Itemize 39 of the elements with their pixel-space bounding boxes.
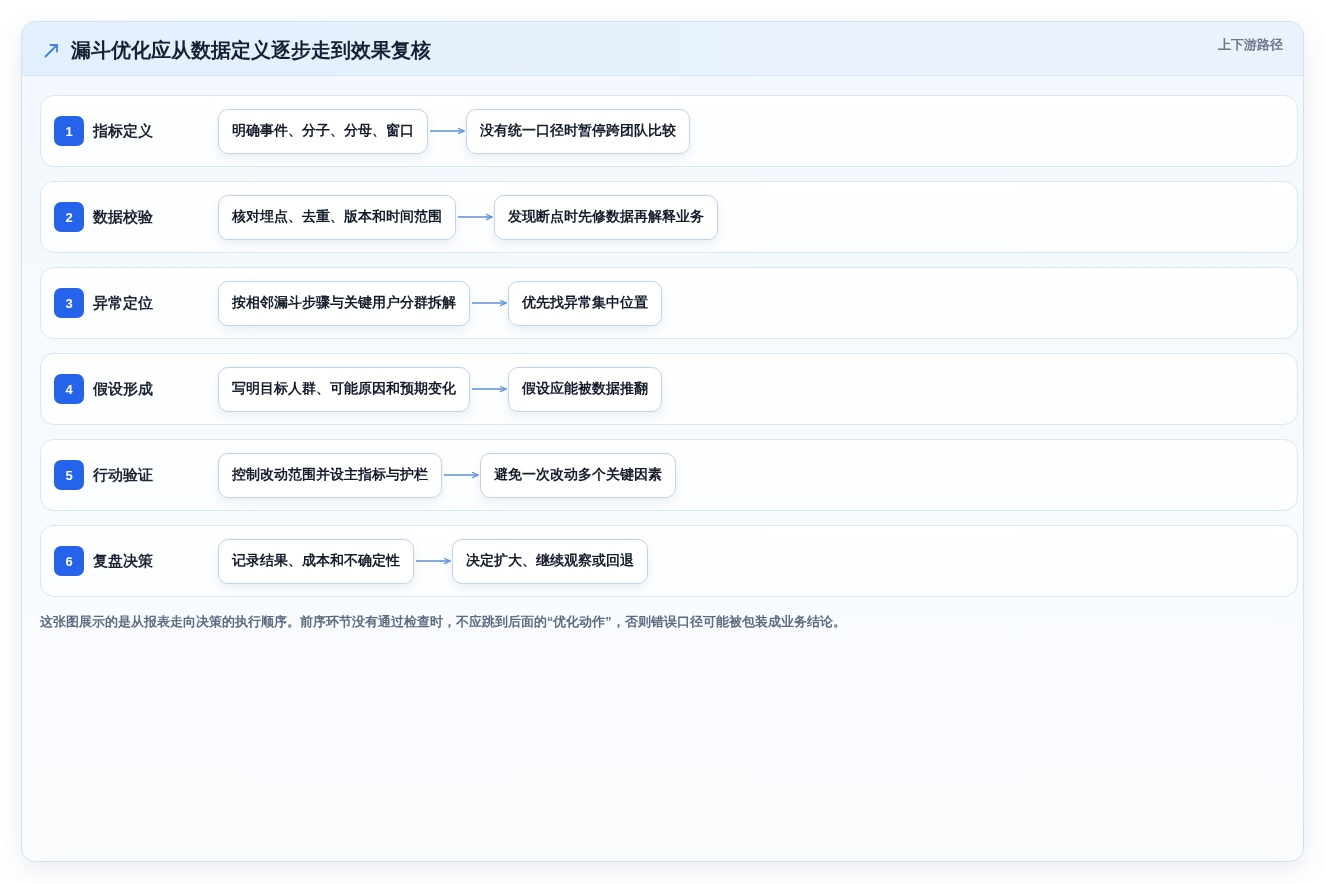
step-box: 没有统一口径时暂停跨团队比较: [466, 108, 690, 154]
step-number-badge: 5: [54, 460, 84, 490]
step-box: 按相邻漏斗步骤与关键用户分群拆解: [218, 280, 470, 326]
step-name: 假设形成: [93, 379, 154, 399]
step-number-badge: 6: [54, 546, 84, 576]
step-box: 决定扩大、继续观察或回退: [452, 538, 648, 584]
step-box: 记录结果、成本和不确定性: [218, 538, 414, 584]
arrow: [429, 127, 465, 135]
arrow: [415, 557, 451, 565]
step-box: 核对埋点、去重、版本和时间范围: [218, 194, 456, 240]
arrow: [471, 385, 507, 393]
step-box: 优先找异常集中位置: [508, 280, 662, 326]
step-box: 写明目标人群、可能原因和预期变化: [218, 366, 470, 412]
step-number-badge: 3: [54, 288, 84, 318]
step-name: 行动验证: [93, 465, 154, 485]
step-row: [40, 439, 1298, 511]
step-name: 数据校验: [93, 207, 154, 227]
header-tag: 上下游路径: [1218, 36, 1283, 54]
step-box: 控制改动范围并设主指标与护栏: [218, 452, 442, 498]
arrow: [443, 471, 479, 479]
diagram-title: 漏斗优化应从数据定义逐步走到效果复核: [71, 38, 431, 63]
step-number-badge: 4: [54, 374, 84, 404]
step-row: [40, 95, 1298, 167]
caption-text: 这张图展示的是从报表走向决策的执行顺序。前序环节没有通过检查时，不应跳到后面的“优化动作”，否则错误口径可能被包装成业务结论。: [40, 613, 846, 631]
step-row: [40, 181, 1298, 253]
step-number-badge: 2: [54, 202, 84, 232]
step-number-badge: 1: [54, 116, 84, 146]
step-name: 复盘决策: [93, 551, 154, 571]
step-row: [40, 267, 1298, 339]
step-box: 假设应能被数据推翻: [508, 366, 662, 412]
step-box: 明确事件、分子、分母、窗口: [218, 108, 428, 154]
arrow: [457, 213, 493, 221]
arrow: [471, 299, 507, 307]
step-name: 指标定义: [93, 121, 154, 141]
step-row: [40, 353, 1298, 425]
step-name: 异常定位: [93, 293, 154, 313]
step-box: 避免一次改动多个关键因素: [480, 452, 676, 498]
step-row: [40, 525, 1298, 597]
step-box: 发现断点时先修数据再解释业务: [494, 194, 718, 240]
